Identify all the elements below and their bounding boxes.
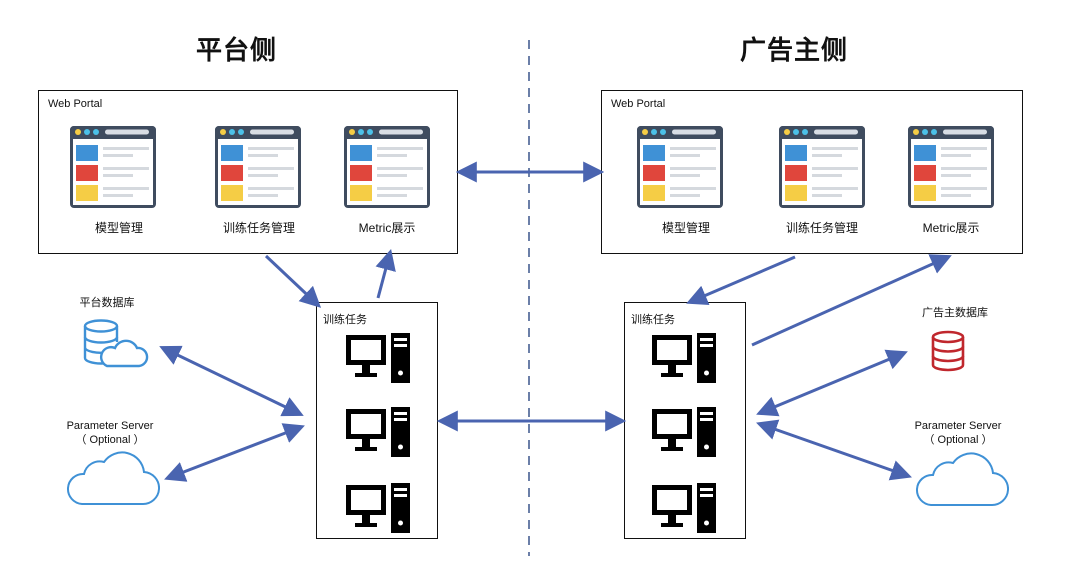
right-ps-label-line2: （ Optional ） bbox=[923, 434, 993, 446]
computer-icon bbox=[345, 483, 411, 535]
cloud-icon bbox=[913, 449, 1009, 509]
web-page-icon bbox=[778, 125, 866, 209]
monitor-icon bbox=[346, 335, 386, 377]
left-web-portal: Web Portal bbox=[38, 90, 458, 254]
left-task-to-metric-arrow bbox=[375, 248, 396, 299]
right-ps-label-line1: Parameter Server bbox=[914, 420, 1002, 432]
portal-caption-model: 模型管理 bbox=[94, 221, 143, 235]
right-portal-to-task-arrow bbox=[686, 255, 796, 306]
monitor-icon bbox=[652, 335, 692, 377]
portal-caption-metric: Metric展示 bbox=[358, 221, 416, 235]
web-page-icon bbox=[69, 125, 157, 209]
left-side-title: 平台侧 bbox=[196, 35, 278, 65]
left-ps-label-line2: （ Optional ） bbox=[75, 434, 145, 446]
server-tower-icon bbox=[697, 407, 716, 457]
left-portal-to-task-arrow bbox=[264, 254, 322, 308]
left-database-label: 平台数据库 bbox=[79, 297, 135, 309]
right-ps-arrow bbox=[756, 419, 912, 481]
server-tower-icon bbox=[697, 483, 716, 533]
web-page-icon bbox=[636, 125, 724, 209]
portal-title: Web Portal bbox=[48, 98, 103, 110]
web-page-icon bbox=[214, 125, 302, 209]
web-page-icon bbox=[343, 125, 431, 209]
right-training-task-box: 训练任务 bbox=[624, 302, 746, 539]
monitor-icon bbox=[652, 409, 692, 451]
computer-icon bbox=[651, 333, 717, 385]
portal-caption-model: 模型管理 bbox=[661, 221, 710, 235]
server-tower-icon bbox=[391, 407, 410, 457]
computer-icon bbox=[651, 483, 717, 535]
server-tower-icon bbox=[697, 333, 716, 383]
monitor-icon bbox=[346, 485, 386, 527]
right-db-arrow bbox=[756, 349, 908, 417]
portal-title: Web Portal bbox=[611, 98, 666, 110]
left-db-arrow bbox=[159, 345, 304, 417]
right-task-to-metric-arrow bbox=[751, 254, 952, 347]
left-ps-arrow bbox=[164, 423, 305, 482]
right-database-label: 广告主数据库 bbox=[922, 307, 988, 319]
database-icon bbox=[930, 330, 966, 372]
task-box-title: 训练任务 bbox=[323, 314, 367, 326]
database-cloud-icon bbox=[79, 318, 149, 370]
server-tower-icon bbox=[391, 483, 410, 533]
server-tower-icon bbox=[391, 333, 410, 383]
left-ps-label-line1: Parameter Server bbox=[66, 420, 154, 432]
task-box-title: 训练任务 bbox=[631, 314, 675, 326]
cloud-icon bbox=[64, 448, 160, 508]
monitor-icon bbox=[652, 485, 692, 527]
computer-icon bbox=[651, 407, 717, 459]
monitor-icon bbox=[346, 409, 386, 451]
portal-caption-task: 训练任务管理 bbox=[785, 221, 858, 235]
web-page-icon bbox=[907, 125, 995, 209]
right-side-title: 广告主侧 bbox=[740, 35, 849, 65]
left-training-task-box: 训练任务 bbox=[316, 302, 438, 539]
computer-icon bbox=[345, 407, 411, 459]
portal-caption-metric: Metric展示 bbox=[922, 221, 980, 235]
right-web-portal: Web Portal bbox=[601, 90, 1023, 254]
portal-caption-task: 训练任务管理 bbox=[222, 221, 295, 235]
computer-icon bbox=[345, 333, 411, 385]
